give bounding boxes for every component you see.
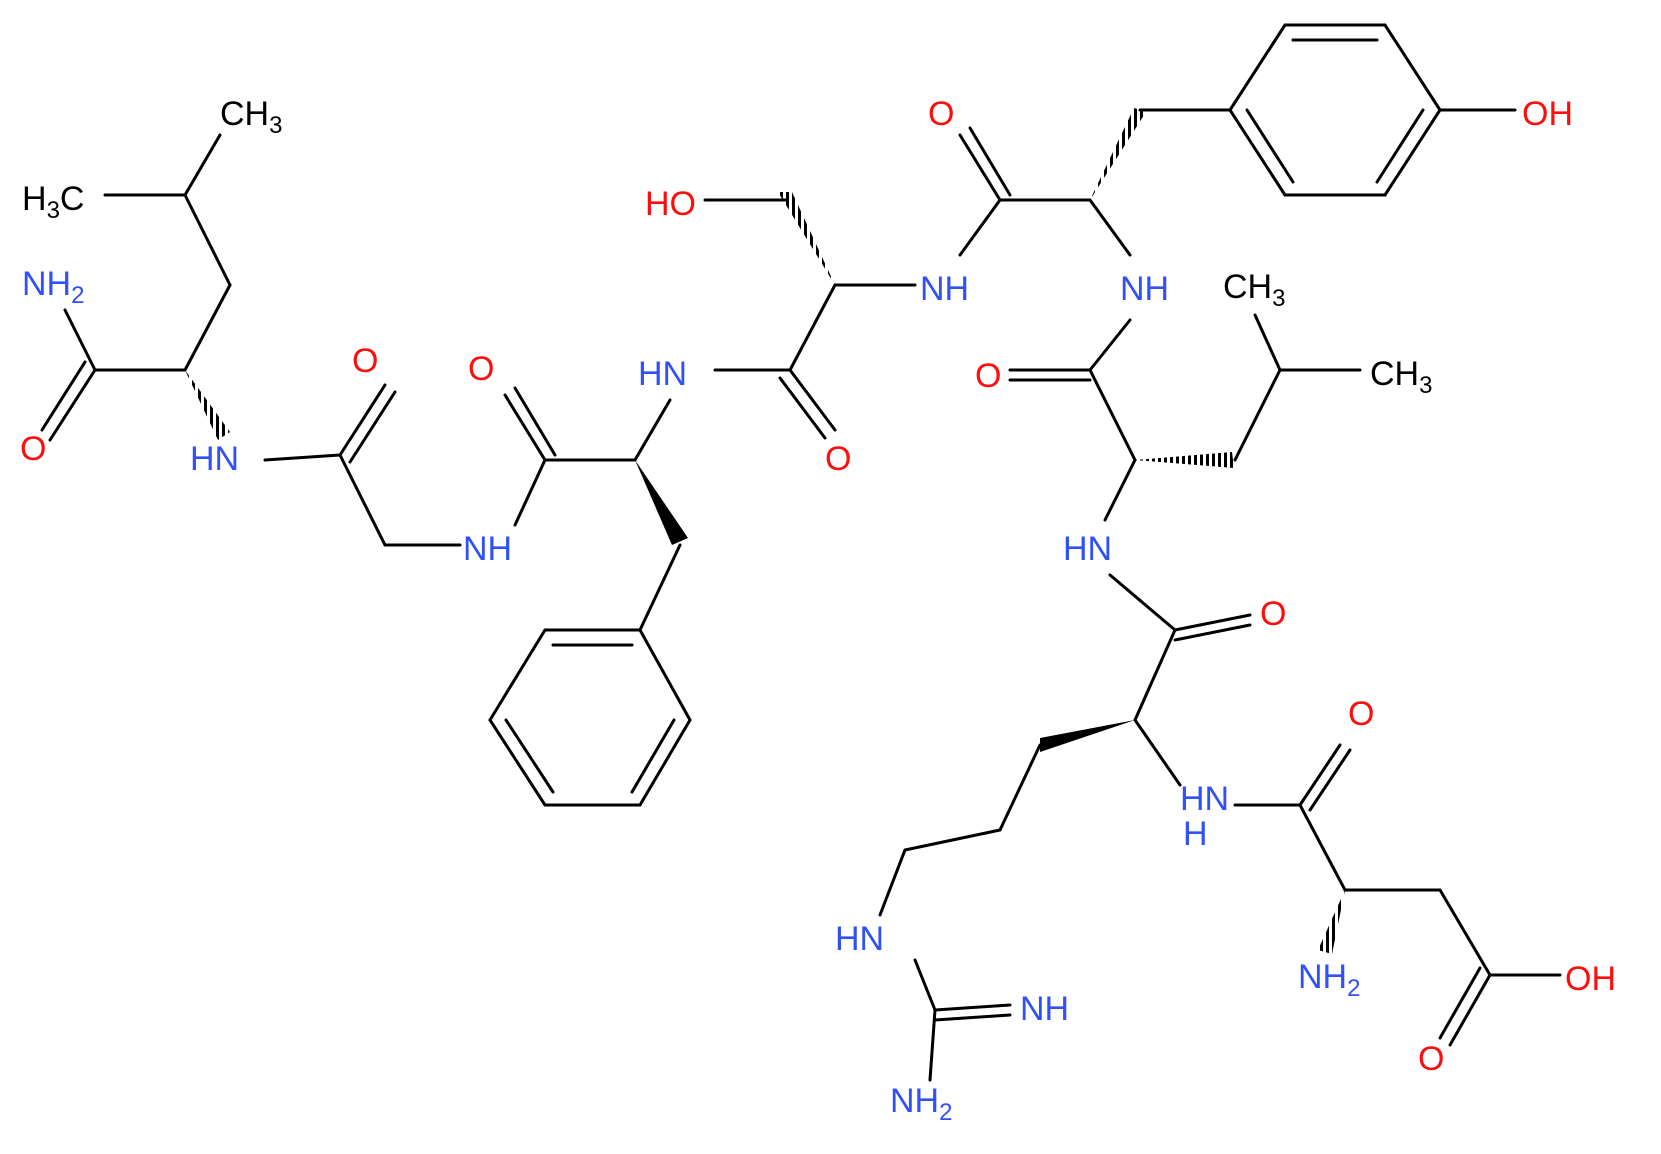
methyl-label: H3C [22, 180, 84, 224]
amide-nh-label: NH [1120, 270, 1169, 308]
amide-nh-label: HN [190, 440, 239, 478]
guanidine-nh-label: HN [835, 920, 884, 958]
amine-label: NH2 [1298, 958, 1360, 1002]
oxygen-label: O [975, 357, 1001, 395]
hash-wedge [1090, 108, 1146, 200]
amine-label: NH2 [22, 265, 84, 309]
hash-wedge [778, 192, 835, 285]
methyl-label: CH3 [1370, 355, 1432, 399]
stereo-bonds [185, 108, 1345, 954]
oxygen-label: O [352, 342, 378, 380]
amide-nh-label: HN [1180, 780, 1229, 818]
methyl-label: CH3 [1223, 268, 1285, 312]
oxygen-label: O [825, 440, 851, 478]
methyl-label: CH3 [220, 95, 282, 139]
hydroxyl-label: HO [645, 185, 696, 223]
hash-wedge [185, 370, 230, 440]
bonds [40, 23, 1562, 1082]
solid-wedge [1040, 720, 1135, 752]
amide-nh-label: HN [1063, 530, 1112, 568]
solid-wedge [635, 460, 688, 545]
oxygen-label: O [20, 430, 46, 468]
hydroxyl-label: OH [1522, 95, 1573, 133]
oxygen-label: O [1418, 1040, 1444, 1078]
hydroxyl-label: OH [1565, 960, 1616, 998]
atom-labels: CH3 H3C NH2 O HN O NH O HN O HO NH O NH … [20, 95, 1616, 1126]
hash-wedge [1318, 890, 1345, 954]
oxygen-label: O [1260, 595, 1286, 633]
amide-nh-label: HN [638, 355, 687, 393]
imine-label: NH [1020, 990, 1069, 1028]
oxygen-label: O [468, 350, 494, 388]
amide-nh-label: NH [920, 270, 969, 308]
hash-wedge [1135, 452, 1234, 468]
amide-nh-label: H [1183, 815, 1208, 853]
amine-label: NH2 [890, 1082, 952, 1126]
amide-nh-label: NH [463, 530, 512, 568]
oxygen-label: O [1348, 695, 1374, 733]
oxygen-label: O [928, 95, 954, 133]
